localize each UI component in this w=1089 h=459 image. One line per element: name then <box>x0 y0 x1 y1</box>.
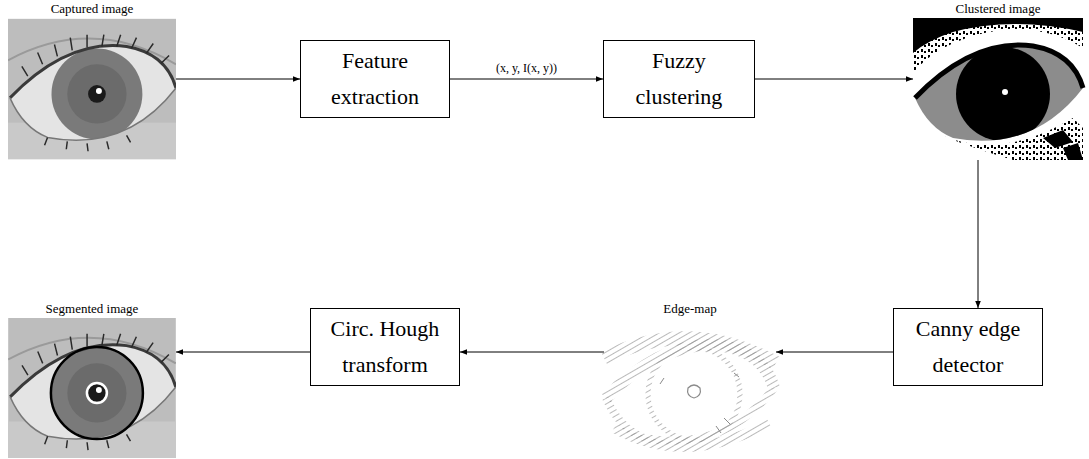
clustered-photo <box>913 18 1083 160</box>
image-caption: Captured image <box>0 1 196 16</box>
image-panel: Segmented image <box>8 318 176 458</box>
eye-photo <box>8 19 176 159</box>
flow-arrow <box>776 352 893 353</box>
process-box: Fuzzy clustering <box>603 40 755 118</box>
image-caption: Edge-map <box>584 301 796 316</box>
flow-arrow <box>755 79 913 80</box>
flow-arrow <box>176 352 310 353</box>
image-caption: Segmented image <box>0 301 196 316</box>
edge-label: (x, y, I(x, y)) <box>494 61 559 75</box>
segmented-photo <box>8 318 176 458</box>
box-label: Circ. Hough transform <box>323 311 447 383</box>
image-panel: Captured image <box>8 18 176 160</box>
box-label: Feature extraction <box>313 43 437 115</box>
process-box: Circ. Hough transform <box>310 308 460 386</box>
flow-arrow <box>176 79 300 80</box>
flow-arrow <box>450 79 603 80</box>
flow-arrow <box>460 352 604 353</box>
process-box: Feature extraction <box>300 40 450 118</box>
flow-arrow <box>978 160 979 308</box>
image-panel: Edge-map <box>604 318 776 458</box>
process-box: Canny edge detector <box>893 308 1043 386</box>
image-panel: Clustered image <box>913 18 1083 160</box>
edge-map-picture <box>604 318 776 458</box>
box-label: Fuzzy clustering <box>616 43 742 115</box>
image-caption: Clustered image <box>893 1 1089 16</box>
box-label: Canny edge detector <box>906 311 1030 383</box>
